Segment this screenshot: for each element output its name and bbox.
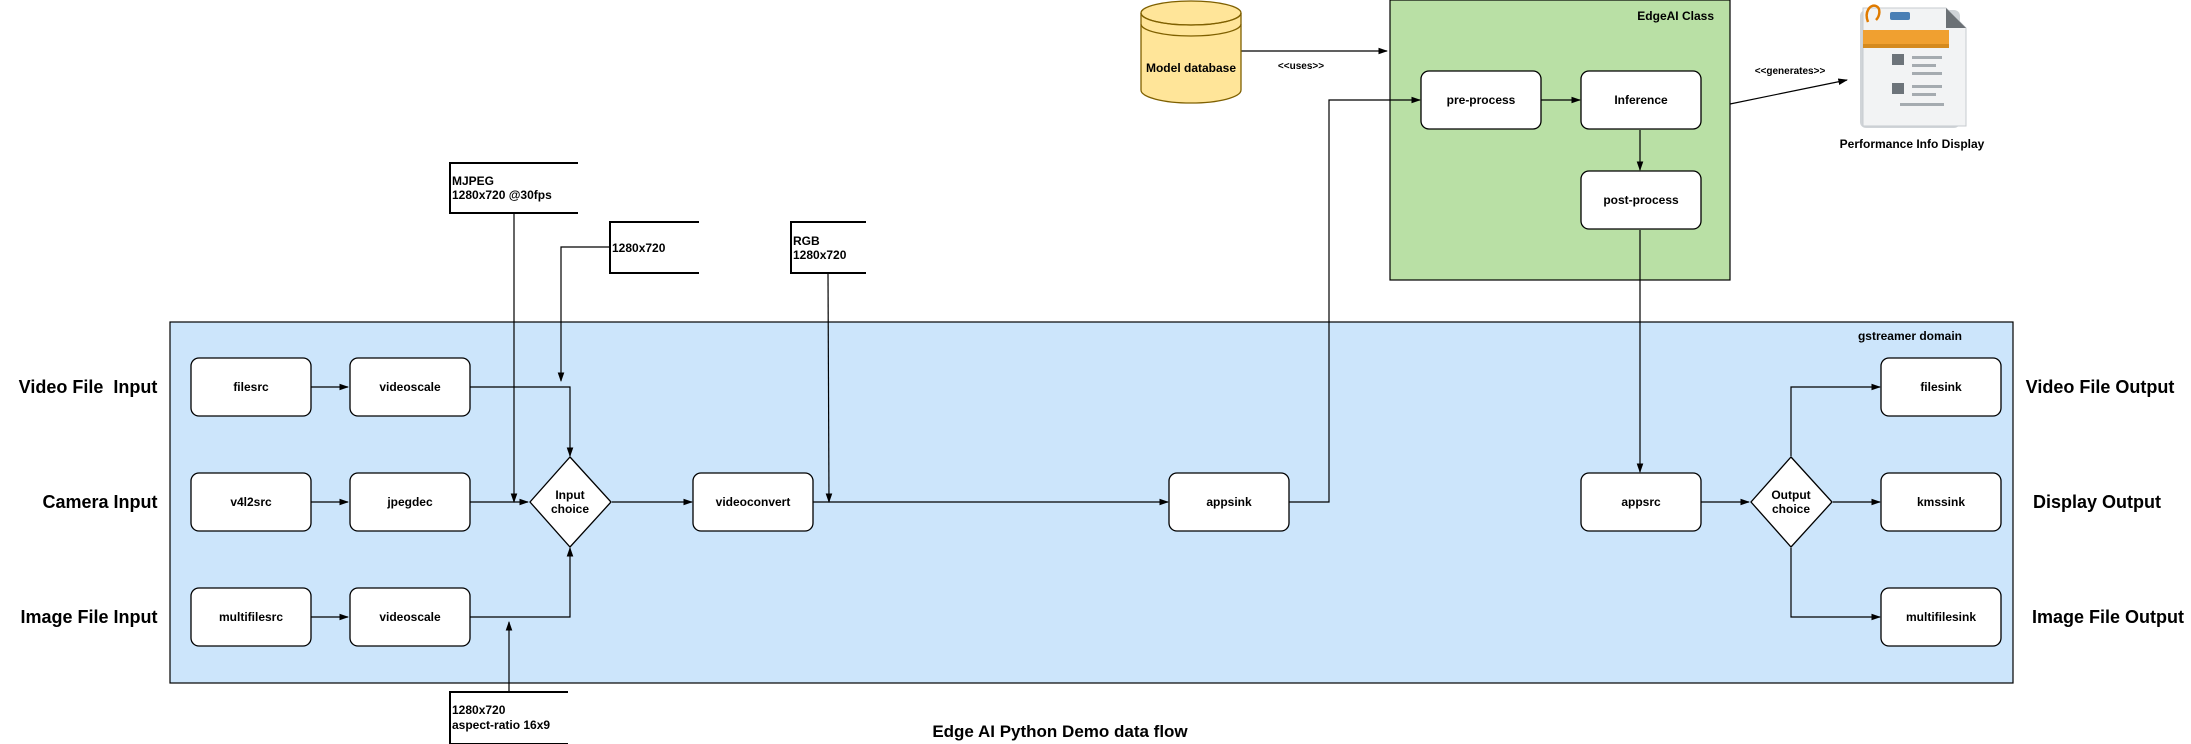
videoscale-bottom-label: videoscale xyxy=(379,610,441,624)
input-choice-decision[interactable]: Input choice xyxy=(529,456,612,548)
filesrc-label: filesrc xyxy=(233,380,269,394)
kmssink-node[interactable]: kmssink xyxy=(1880,472,2002,532)
appsink-label: appsink xyxy=(1206,495,1252,509)
performance-display-label: Performance Info Display xyxy=(1840,137,1985,151)
gstreamer-domain-label: gstreamer domain xyxy=(1858,329,1962,343)
mjpeg-note-line1: MJPEG xyxy=(452,174,494,188)
model-database-cylinder: Model database xyxy=(1140,0,1242,104)
resolution-note-line1: 1280x720 xyxy=(612,241,666,255)
edge-videoscale-bottom-inputchoice xyxy=(470,547,574,618)
kmssink-label: kmssink xyxy=(1917,495,1965,509)
video-file-output-label: Video File Output xyxy=(2026,377,2175,397)
mjpeg-note-line2: 1280x720 @30fps xyxy=(452,188,552,202)
edge-res-note xyxy=(557,246,610,382)
v4l2src-node[interactable]: v4l2src xyxy=(190,472,312,532)
output-choice-label-line1: Output xyxy=(1771,488,1810,502)
input-choice-label-line2: choice xyxy=(551,502,589,516)
model-database-label: Model database xyxy=(1146,61,1236,75)
post-process-node[interactable]: post-process xyxy=(1580,170,1702,230)
camera-input-label: Camera Input xyxy=(42,492,157,512)
videoconvert-label: videoconvert xyxy=(716,495,791,509)
filesrc-node[interactable]: filesrc xyxy=(190,357,312,417)
multifilesink-label: multifilesink xyxy=(1906,610,1976,624)
video-file-input-label: Video File Input xyxy=(19,377,158,397)
pre-process-label: pre-process xyxy=(1447,93,1516,107)
diagram-title: Edge AI Python Demo data flow xyxy=(932,722,1188,741)
jpegdec-node[interactable]: jpegdec xyxy=(349,472,471,532)
edge-appsink-preprocess xyxy=(1289,96,1421,503)
post-process-label: post-process xyxy=(1603,193,1679,207)
rgb-note-line1: RGB xyxy=(793,234,820,248)
input-choice-label-line1: Input xyxy=(555,488,584,502)
rgb-note-line2: 1280x720 xyxy=(793,248,847,262)
edge-edgeai-generates-performance xyxy=(1729,78,1848,105)
mjpeg-note: MJPEG 1280x720 @30fps xyxy=(449,162,578,214)
jpegdec-label: jpegdec xyxy=(386,495,433,509)
rgb-note: RGB 1280x720 xyxy=(790,221,866,274)
uses-label: <<uses>> xyxy=(1278,61,1324,72)
appsrc-label: appsrc xyxy=(1621,495,1661,509)
display-output-label: Display Output xyxy=(2033,492,2161,512)
output-choice-label-line2: choice xyxy=(1772,502,1810,516)
image-file-input-label: Image File Input xyxy=(20,607,157,627)
multifilesink-node[interactable]: multifilesink xyxy=(1880,587,2002,647)
filesink-node[interactable]: filesink xyxy=(1880,357,2002,417)
pre-process-node[interactable]: pre-process xyxy=(1420,70,1542,130)
edge-outputchoice-filesink xyxy=(1790,383,1881,456)
generates-label: <<generates>> xyxy=(1755,66,1826,77)
multifilesrc-node[interactable]: multifilesrc xyxy=(190,587,312,647)
aspect-note-line1: 1280x720 xyxy=(452,703,506,717)
appsink-node[interactable]: appsink xyxy=(1168,472,1290,532)
edgeai-class-container xyxy=(1389,0,1731,281)
edge-rgb-note xyxy=(825,272,833,503)
appsrc-node[interactable]: appsrc xyxy=(1580,472,1702,532)
videoscale-bottom-node[interactable]: videoscale xyxy=(349,587,471,647)
image-file-output-label: Image File Output xyxy=(2032,607,2184,627)
videoscale-top-label: videoscale xyxy=(379,380,441,394)
output-choice-decision[interactable]: Output choice xyxy=(1750,456,1833,548)
edges xyxy=(311,47,1881,692)
multifilesrc-label: multifilesrc xyxy=(219,610,283,624)
aspect-ratio-note: 1280x720 aspect-ratio 16x9 xyxy=(449,691,568,744)
edge-outputchoice-multifilesink xyxy=(1790,548,1881,621)
aspect-note-line2: aspect-ratio 16x9 xyxy=(452,718,550,732)
filesink-label: filesink xyxy=(1920,380,1962,394)
resolution-note: 1280x720 xyxy=(609,221,699,274)
videoconvert-node[interactable]: videoconvert xyxy=(692,472,814,532)
edgeai-class-label: EdgeAI Class xyxy=(1637,9,1714,23)
inference-label: Inference xyxy=(1614,93,1668,107)
edge-videoscale-inputchoice xyxy=(470,386,574,457)
v4l2src-label: v4l2src xyxy=(230,495,272,509)
report-document-icon xyxy=(1860,4,1967,128)
inference-node[interactable]: Inference xyxy=(1580,70,1702,130)
videoscale-top-node[interactable]: videoscale xyxy=(349,357,471,417)
